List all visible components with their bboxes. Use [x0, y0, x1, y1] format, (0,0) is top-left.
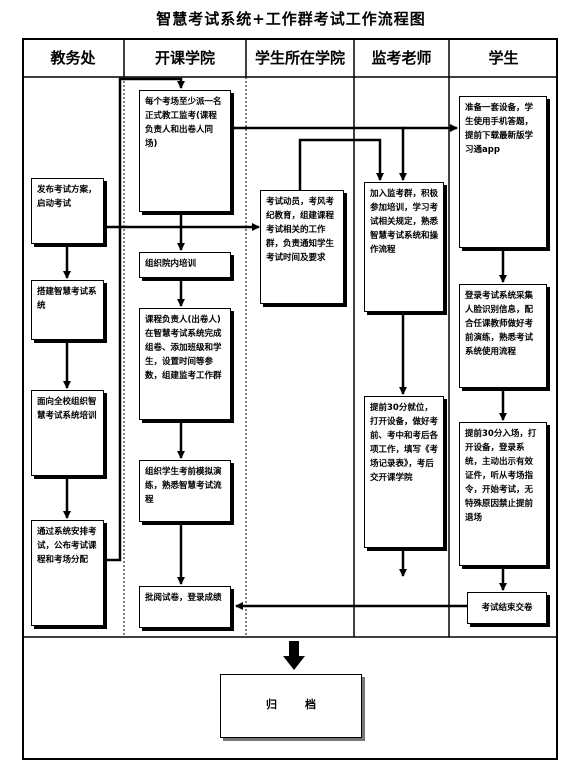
- flow-box-jwc-3: 面向全校组织智慧考试系统培训: [31, 390, 104, 476]
- flow-box-jwc-2: 搭建智慧考试系统: [31, 280, 104, 340]
- flow-box-jwc-1: 发布考试方案，启动考试: [31, 178, 104, 244]
- flow-box-kaike-3: 课程负责人(出卷人)在智慧考试系统完成组卷、添加班级和学生，设置时间等参数，组建…: [139, 308, 231, 420]
- flowchart-frame: [22, 38, 558, 760]
- flow-box-student-4: 考试结束交卷: [467, 592, 547, 624]
- flow-box-student-3: 提前30分入场，打开设备，登录系统，主动出示有效证件，听从考场指令，开始考试，无…: [459, 422, 547, 566]
- archive-box: 归档: [220, 674, 362, 738]
- column-header-student: 学生: [488, 49, 519, 67]
- flow-box-student-1: 准备一套设备，学生使用手机答题，提前下载最新版学习通app: [459, 96, 547, 248]
- column-header-student-college: 学生所在学院: [254, 49, 345, 67]
- flow-box-student-2: 登录考试系统采集人脸识别信息，配合任课教师做好考前演练，熟悉考试系统使用流程: [459, 284, 547, 388]
- flow-box-invigilator-2: 提前30分就位，打开设备，做好考前、考中和考后各项工作，填写《考场记录表》，考后…: [364, 396, 444, 548]
- flow-box-student-college-1: 考试动员，考风考纪教育，组建课程考试相关的工作群，负责通知学生考试时间及要求: [260, 190, 344, 304]
- flow-box-jwc-4: 通过系统安排考试，公布考试课程和考场分配: [31, 520, 104, 626]
- page-title: 智慧考试系统+工作群考试工作流程图: [156, 10, 426, 28]
- flow-box-kaike-5: 批阅试卷，登录成绩: [139, 586, 231, 628]
- flow-box-kaike-1: 每个考场至少派一名正式教工监考(课程负责人和出卷人同场): [139, 90, 231, 212]
- flow-box-kaike-4: 组织学生考前模拟演练，熟悉智慧考试流程: [139, 460, 231, 522]
- flow-box-invigilator-1: 加入监考群，积极参加培训，学习考试相关规定，熟悉智慧考试系统和操作流程: [364, 182, 444, 312]
- column-header-kaike: 开课学院: [154, 49, 215, 67]
- column-header-invigilator: 监考老师: [371, 49, 432, 67]
- column-header-jwc: 教务处: [50, 49, 96, 67]
- flow-box-kaike-2: 组织院内培训: [139, 252, 231, 278]
